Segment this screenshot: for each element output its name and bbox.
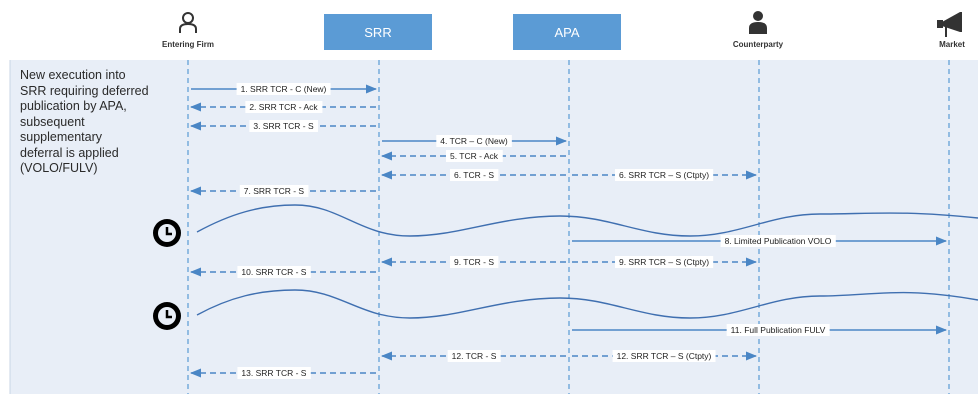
megaphone-icon — [937, 12, 962, 37]
message-label-bg — [236, 83, 331, 95]
actor-label-srr: SRR — [364, 25, 391, 40]
message-label-bg — [726, 324, 830, 336]
time-wave-1 — [196, 204, 978, 237]
scenario-line: supplementary — [20, 130, 102, 144]
lifelines — [187, 60, 950, 394]
message-label-bg — [450, 256, 499, 268]
message-label-bg — [720, 235, 836, 247]
message-label-bg — [237, 367, 311, 379]
message-label: 12. SRR TCR – S (Ctpty) — [617, 351, 712, 361]
message-label-bg — [239, 185, 309, 197]
message-label-bg — [450, 169, 499, 181]
message-label: 6. TCR - S — [454, 170, 494, 180]
scenario-line: publication by APA, — [20, 99, 127, 113]
person-filled-icon — [749, 11, 767, 34]
scenario-line: subsequent — [20, 114, 85, 129]
message-label: 13. SRR TCR - S — [241, 368, 306, 378]
message-label: 7. SRR TCR - S — [244, 186, 305, 196]
time-wave-2 — [196, 289, 978, 319]
message-label: 4. TCR – C (New) — [440, 136, 508, 146]
message-label: 9. TCR - S — [454, 257, 494, 267]
srr-box — [324, 14, 432, 50]
message-label: 3. SRR TCR - S — [253, 121, 314, 131]
message-label: 6. SRR TCR – S (Ctpty) — [619, 170, 709, 180]
message-label: 8. Limited Publication VOLO — [725, 236, 832, 246]
message-label: 2. SRR TCR - Ack — [249, 102, 318, 112]
person-outline-icon — [179, 12, 197, 33]
message-label: 11. Full Publication FULV — [731, 325, 826, 335]
message-label-bg — [447, 350, 501, 362]
message-label: 10. SRR TCR - S — [241, 267, 306, 277]
message-label: 12. TCR - S — [452, 351, 497, 361]
message-label-bg — [436, 135, 512, 147]
message-label-bg — [614, 169, 714, 181]
clock-icon — [153, 219, 181, 247]
message-label: 9. SRR TCR – S (Ctpty) — [619, 257, 709, 267]
message-label-bg — [249, 120, 318, 132]
scenario-description: New execution into SRR requiring deferre… — [20, 68, 180, 177]
scenario-line: (VOLO/FULV) — [20, 161, 98, 175]
message-label: 1. SRR TCR - C (New) — [241, 84, 327, 94]
header-band — [0, 0, 978, 60]
actor-label-entering-firm: Entering Firm — [162, 40, 214, 49]
messages-layer: 1. SRR TCR - C (New) 2. SRR TCR - Ack 3. S… — [189, 83, 948, 379]
message-label-bg — [237, 266, 311, 278]
apa-box — [513, 14, 621, 50]
message-label-bg — [245, 101, 323, 113]
message-label-bg — [445, 150, 503, 162]
message-label: 5. TCR - Ack — [450, 151, 499, 161]
scenario-line: deferral is applied — [20, 145, 119, 160]
actor-label-counterparty: Counterparty — [733, 40, 784, 49]
actor-label-apa: APA — [554, 25, 579, 40]
clock-icon — [153, 302, 181, 330]
message-label-bg — [614, 256, 714, 268]
scenario-line: New execution into — [20, 68, 126, 82]
scenario-line: SRR requiring deferred — [20, 83, 149, 98]
message-label-bg — [612, 350, 716, 362]
actor-label-market: Market — [939, 40, 965, 49]
